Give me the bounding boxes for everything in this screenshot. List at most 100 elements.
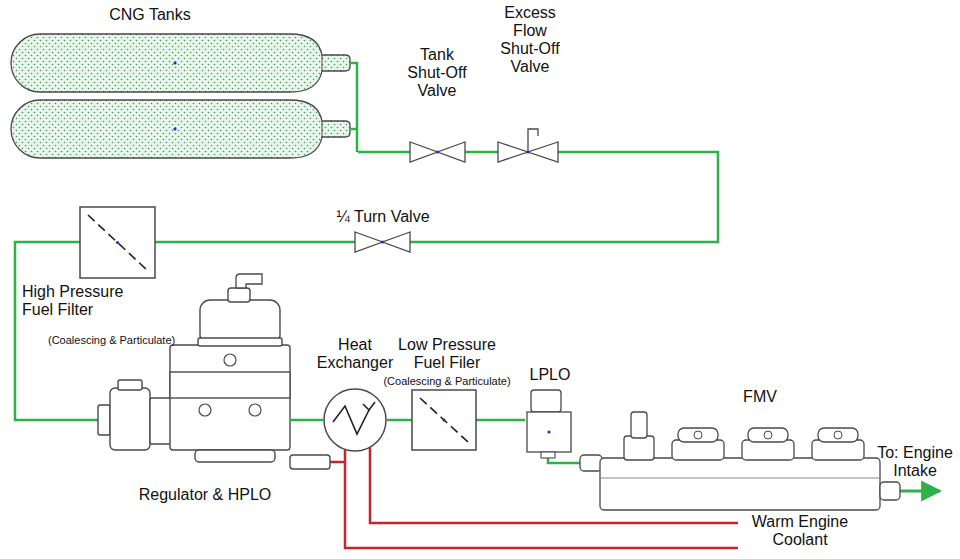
cng-tank-pair-symbol bbox=[10, 30, 358, 160]
injector-body bbox=[672, 440, 724, 460]
fuel-metering-valve: FMV bbox=[580, 408, 900, 513]
port-dot bbox=[381, 240, 384, 243]
injector-port bbox=[694, 431, 702, 439]
port-dot bbox=[436, 150, 439, 153]
regulator-band bbox=[170, 372, 290, 398]
component-label: High Pressure Fuel Filter bbox=[22, 283, 152, 319]
dome-fitting bbox=[228, 288, 250, 302]
fuel-filter: Low Pressure Fuel Filer(Coalescing & Par… bbox=[412, 390, 476, 450]
tank-neck bbox=[322, 55, 323, 71]
fuel-filter-symbol bbox=[412, 390, 476, 450]
lplo-outlet bbox=[541, 452, 555, 458]
fuel-filter: High Pressure Fuel Filter(Coalescing & P… bbox=[80, 207, 155, 278]
filter-element bbox=[420, 398, 468, 442]
body-bolt bbox=[249, 404, 261, 416]
valve-body bbox=[410, 142, 465, 162]
body-bolt bbox=[199, 404, 211, 416]
fuel-line bbox=[155, 241, 355, 244]
component-label: FMV bbox=[730, 388, 790, 406]
injector-connector bbox=[748, 428, 788, 442]
quarter-turn-valve: ¼ Turn Valve bbox=[355, 232, 410, 252]
fuel-line bbox=[476, 419, 525, 422]
cng-tank-pair: CNG Tanks bbox=[10, 30, 358, 160]
heat-exchanger: Heat Exchanger bbox=[323, 388, 387, 452]
fuel-line bbox=[293, 419, 323, 422]
injector-port bbox=[764, 431, 772, 439]
regulator-hplo: Regulator & HPLO bbox=[98, 277, 293, 472]
shut-off-valve-symbol bbox=[410, 142, 465, 162]
fuel-line bbox=[410, 152, 718, 242]
dome-flange bbox=[198, 338, 282, 346]
cng-tank bbox=[11, 100, 350, 158]
regulator-base bbox=[195, 450, 275, 462]
regulator-hplo-symbol bbox=[98, 277, 293, 472]
filter-element bbox=[88, 215, 147, 270]
component-label: CNG Tanks bbox=[90, 6, 210, 24]
valve-body bbox=[355, 232, 410, 252]
component-label: Regulator & HPLO bbox=[120, 486, 290, 504]
hplo-solenoid bbox=[110, 388, 150, 450]
fuel-metering-valve-symbol bbox=[580, 408, 900, 513]
fuel-line bbox=[387, 419, 412, 422]
excess-flow-valve-symbol bbox=[498, 124, 558, 162]
inlet-fitting bbox=[98, 405, 110, 435]
port-dot bbox=[442, 418, 445, 421]
injector-connector bbox=[678, 428, 718, 442]
lplo-valve-symbol bbox=[525, 388, 575, 458]
shut-off-valve: Tank Shut-Off Valve bbox=[410, 142, 465, 162]
solenoid-cap bbox=[118, 380, 142, 390]
coolant-line bbox=[330, 461, 345, 464]
elbow-fitting bbox=[236, 274, 262, 288]
component-label: LPLO bbox=[520, 366, 580, 384]
lplo-coil bbox=[531, 390, 561, 412]
flow-actuator bbox=[528, 129, 538, 152]
inlet-fitting bbox=[580, 455, 602, 471]
tank-manifold-line bbox=[350, 63, 357, 152]
component-note: (Coalescing & Particulate) bbox=[48, 333, 188, 347]
heat-exchanger-symbol bbox=[323, 388, 387, 452]
component-label: ¼ Turn Valve bbox=[328, 208, 438, 226]
filter-housing bbox=[80, 207, 155, 278]
exchanger-arrow bbox=[363, 402, 375, 410]
cng-tank bbox=[11, 34, 350, 92]
fuel-line bbox=[465, 151, 498, 154]
component-note: (Coalescing & Particulate) bbox=[377, 374, 517, 388]
port-dot bbox=[173, 61, 176, 64]
port-dot bbox=[173, 127, 176, 130]
coolant-label: Warm Engine Coolant bbox=[743, 513, 858, 549]
sensor-base bbox=[624, 436, 654, 460]
injector-connector bbox=[818, 428, 858, 442]
fuel-line bbox=[358, 151, 410, 154]
tank-neck bbox=[322, 121, 323, 137]
exchanger-coil bbox=[333, 406, 369, 434]
lplo-valve: LPLO bbox=[525, 388, 575, 458]
filter-housing bbox=[412, 390, 476, 450]
injector-port bbox=[834, 431, 842, 439]
quarter-turn-valve-symbol bbox=[355, 232, 410, 252]
regulator-body bbox=[170, 345, 290, 450]
coolant-barb bbox=[290, 455, 330, 469]
fmv-rail bbox=[600, 458, 880, 510]
injector-body bbox=[812, 440, 864, 460]
pressure-sensor bbox=[631, 412, 647, 438]
component-label: Low Pressure Fuel Filer bbox=[392, 336, 502, 372]
excess-flow-valve: Excess Flow Shut-Off Valve bbox=[498, 124, 558, 162]
fuel-line bbox=[548, 458, 580, 463]
outlet-fitting bbox=[880, 482, 900, 500]
fuel-filter-symbol bbox=[80, 207, 155, 278]
destination-label: To: Engine Intake bbox=[873, 444, 957, 480]
engine-intake-arrow bbox=[900, 490, 940, 493]
injector-body bbox=[742, 440, 794, 460]
lplo-body bbox=[527, 412, 571, 452]
component-label: Excess Flow Shut-Off Valve bbox=[494, 4, 566, 76]
component-label: Tank Shut-Off Valve bbox=[401, 46, 473, 100]
exchanger-shell bbox=[324, 389, 386, 451]
component-label: Heat Exchanger bbox=[313, 336, 397, 372]
body-bolt bbox=[224, 354, 236, 366]
rail-seam bbox=[600, 478, 880, 479]
port-dot bbox=[116, 241, 119, 244]
outlet-stub bbox=[290, 419, 293, 422]
solenoid-block bbox=[150, 398, 172, 444]
port-dot bbox=[547, 430, 550, 433]
